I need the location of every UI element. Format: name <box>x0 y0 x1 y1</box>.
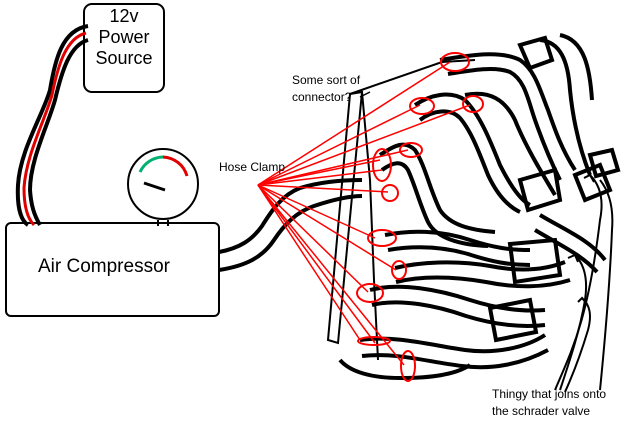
clamp-10 <box>357 336 391 346</box>
clamp-8 <box>391 260 407 280</box>
power-source-label: 12v Power Source <box>84 6 164 69</box>
clamp-4 <box>399 142 423 158</box>
gauge-needle <box>143 181 166 192</box>
clamp-11 <box>400 350 416 382</box>
clamp-6 <box>381 184 399 202</box>
gauge-red-arc <box>162 155 189 177</box>
clamp-7 <box>367 229 397 247</box>
clamp-2 <box>409 97 435 115</box>
clamp-3 <box>462 95 484 113</box>
clamp-5 <box>372 148 392 182</box>
pressure-gauge <box>127 148 199 226</box>
power-source-box <box>83 3 165 93</box>
connector-pointer <box>359 91 371 98</box>
upper-hoses <box>378 33 621 248</box>
clamp-9 <box>356 283 384 303</box>
air-compressor-label: Air Compressor <box>38 256 170 277</box>
power-source-text: 12v Power Source <box>95 6 153 68</box>
clamp-pointer-lines <box>257 61 471 366</box>
lower-hoses <box>338 213 607 381</box>
gauge-green-arc <box>138 155 164 173</box>
hose-clamp-label: Hose Clamp <box>219 160 286 174</box>
schrader-thingy-label: Thingy that joins onto the schrader valv… <box>492 387 607 418</box>
clamp-1 <box>440 52 470 72</box>
hose-clamps <box>356 52 484 382</box>
connector-label: Some sort of connector? <box>292 73 361 104</box>
schrader-arrows <box>554 173 614 393</box>
red-wire <box>22 31 87 227</box>
power-cable <box>15 24 89 227</box>
